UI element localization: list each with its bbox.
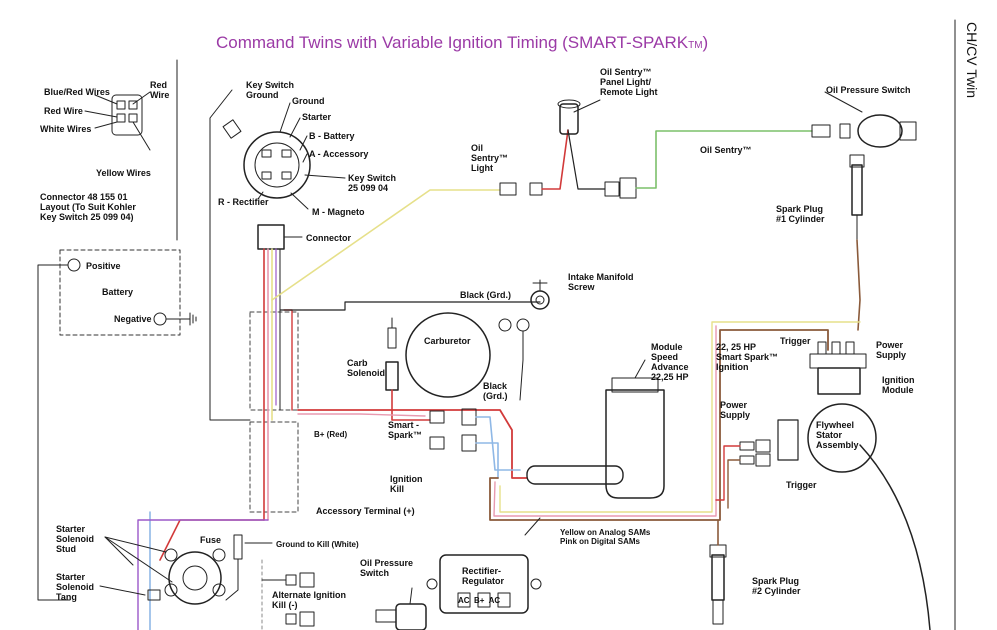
label-starter: Starter [302, 112, 332, 122]
harness-box-upper [249, 311, 299, 411]
label-yellow-wires: Yellow Wires [96, 168, 151, 178]
battery-box [59, 249, 181, 336]
label-b-battery: B - Battery [309, 131, 355, 141]
label-rectifier-regulator: Rectifier- Regulator [462, 566, 505, 586]
label-positive: Positive [86, 261, 121, 271]
pink-module-wire [493, 325, 717, 517]
model-side-label: CH/CV Twin [964, 22, 980, 98]
label-power-supply: Power Supply [720, 400, 751, 420]
connector-plug-icon [111, 94, 143, 136]
label-trigger-bottom: Trigger [786, 480, 817, 490]
oil-pressure-switch-lower [395, 603, 427, 630]
label-oil-pressure-switch-lower: Oil Pressure Switch [360, 558, 414, 578]
label-starter-solenoid-stud: Starter Solenoid Stud [56, 524, 94, 554]
label-carb-solenoid: Carb Solenoid [347, 358, 385, 378]
brown-module-wire [489, 329, 829, 521]
oil-sentry-panel-light [559, 103, 579, 135]
connector-pin [116, 113, 126, 123]
yellow-oil-sentry-wire [271, 189, 501, 301]
battery-positive-wire [37, 264, 71, 601]
label-white-wires: White Wires [40, 124, 92, 134]
yellow-module-wire [499, 321, 861, 513]
label-key-switch: Key Switch 25 099 04 [348, 173, 397, 193]
battery-positive-terminal [67, 258, 81, 272]
label-a-accessory: A - Accessory [309, 149, 369, 159]
fuse [233, 534, 243, 560]
black-ground-wire [279, 301, 541, 311]
label-flywheel-stator: Flywheel Stator Assembly [816, 420, 859, 450]
label-smart-spark-ignition: 22, 25 HP Smart Spark™ Ignition [716, 342, 779, 372]
key-switch-ground-wire [209, 89, 251, 421]
label-spark-plug-2: Spark Plug #2 Cylinder [752, 576, 801, 596]
label-intake-manifold-screw: Intake Manifold Screw [568, 272, 634, 292]
intake-manifold-screw [530, 290, 550, 310]
carb-solenoid [385, 361, 399, 391]
label-oil-sentry: Oil Sentry™ [700, 145, 752, 155]
label-black-grd: Black (Grd.) [460, 290, 512, 300]
module-speed-advance [605, 389, 665, 499]
connector-pin [116, 100, 126, 110]
harness-connector [257, 224, 285, 250]
label-ignition-kill: Ignition Kill [390, 474, 423, 494]
label-spark-plug-1: Spark Plug #1 Cylinder [776, 204, 825, 224]
label-module-speed-advance: Module Speed Advance 22,25 HP [651, 342, 689, 382]
label-rectifier-terminals: AC B+ AC [458, 596, 501, 605]
key-switch-body [243, 131, 311, 199]
oil-pressure-switch-body [857, 114, 903, 148]
label-carburetor: Carburetor [424, 336, 471, 346]
flywheel-stator [807, 403, 877, 473]
label-b-plus-red: B+ (Red) [314, 430, 348, 439]
label-blue-red-wires: Blue/Red Wires [44, 87, 110, 97]
label-battery: Battery [102, 287, 134, 297]
label-smart-spark: Smart - Spark™ [388, 420, 423, 440]
label-power-supply-top: Power Supply [876, 340, 907, 360]
key-switch-face [254, 142, 300, 188]
starter-solenoid [168, 551, 222, 605]
label-yellow-pink-note: Yellow on Analog SAMs Pink on Digital SA… [560, 528, 651, 546]
label-m-magneto: M - Magneto [312, 207, 365, 217]
connector-pin [128, 100, 138, 110]
spark-plug-2 [711, 554, 725, 601]
label-oil-sentry-panel-light: Oil Sentry™ Panel Light/ Remote Light [600, 67, 658, 97]
label-oil-sentry-light: Oil Sentry™ Light [471, 143, 509, 173]
label-oil-pressure-switch: Oil Pressure Switch [826, 85, 911, 95]
rectifier-regulator [439, 554, 529, 614]
flywheel-arc [859, 444, 931, 630]
label-black-grd-2: Black (Grd.) [483, 381, 508, 401]
battery-negative-terminal [153, 312, 167, 326]
diagram-title: Command Twins with Variable Ignition Tim… [216, 33, 709, 52]
label-accessory-terminal: Accessory Terminal (+) [316, 506, 415, 516]
label-fuse: Fuse [200, 535, 222, 545]
label-ignition-module: Ignition Module [882, 375, 915, 395]
carburetor-body [405, 312, 491, 398]
connector-pin [128, 113, 138, 123]
label-red-wire-left: Red Wire [44, 106, 83, 116]
label-alternate-ignition-kill: Alternate Ignition Kill (-) [272, 590, 346, 610]
red-sentry-wire [541, 129, 569, 190]
label-connector-note: Connector 48 155 01 Layout (To Suit Kohl… [40, 192, 136, 222]
label-negative: Negative [114, 314, 152, 324]
module-cable [526, 465, 624, 485]
label-starter-solenoid-tang: Starter Solenoid Tang [56, 572, 94, 602]
label-ground-to-kill: Ground to Kill (White) [276, 540, 359, 549]
label-key-switch-ground: Key Switch Ground [246, 80, 295, 100]
harness-box-lower [249, 421, 299, 513]
label-connector: Connector [306, 233, 351, 243]
label-ground: Ground [292, 96, 325, 106]
green-oil-sentry-wire [635, 130, 813, 189]
label-r-rectifier: R - Rectifier [218, 197, 269, 207]
spark-plug-1 [851, 164, 863, 216]
ignition-module-body [817, 367, 861, 395]
label-red-wire: Red Wire [150, 80, 170, 100]
label-trigger-top: Trigger [780, 336, 811, 346]
